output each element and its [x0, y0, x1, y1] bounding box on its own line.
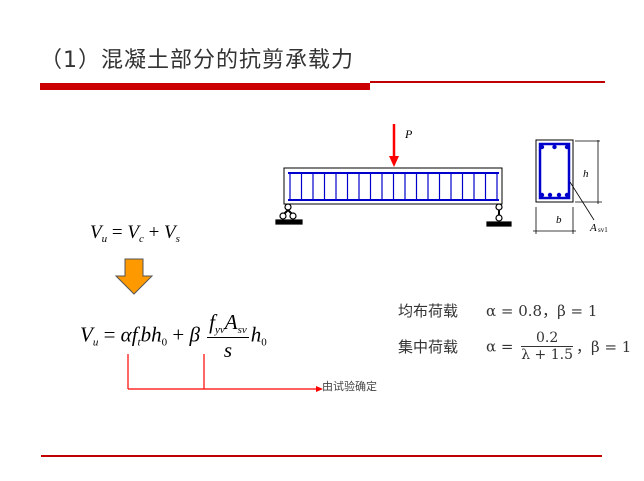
height-label: h: [583, 168, 589, 180]
roller-support-icon: [486, 203, 512, 227]
pin-support-icon: [275, 203, 303, 225]
arrow-head-icon: [316, 386, 323, 392]
load-label: P: [404, 127, 413, 141]
title-underline-thick: [40, 83, 370, 90]
test-determined-pointer: [127, 354, 323, 392]
width-label: b: [556, 214, 562, 226]
down-arrow-icon: [115, 258, 154, 295]
beam-cross-section-diagram: h b A sv1: [533, 139, 608, 234]
slide-title: （1）混凝土部分的抗剪承载力: [40, 48, 354, 73]
stirrups: [289, 173, 498, 200]
shear-sum-equation: Vu = Vc + Vs: [90, 222, 180, 245]
test-determined-note: 由试验确定: [322, 380, 377, 393]
stirrup-area-label: A: [589, 222, 597, 234]
shear-capacity-equation: Vu = αftbh0 + β fyvAsv s h0: [80, 310, 267, 363]
stirrup-area-sub: sv1: [598, 226, 608, 234]
load-arrow-icon: [389, 124, 399, 167]
footer-divider: [41, 455, 602, 457]
stirrup-fraction: fyvAsv s: [207, 310, 249, 363]
title-underline-thin: [370, 81, 605, 83]
simply-supported-beam-diagram: P: [275, 124, 512, 227]
